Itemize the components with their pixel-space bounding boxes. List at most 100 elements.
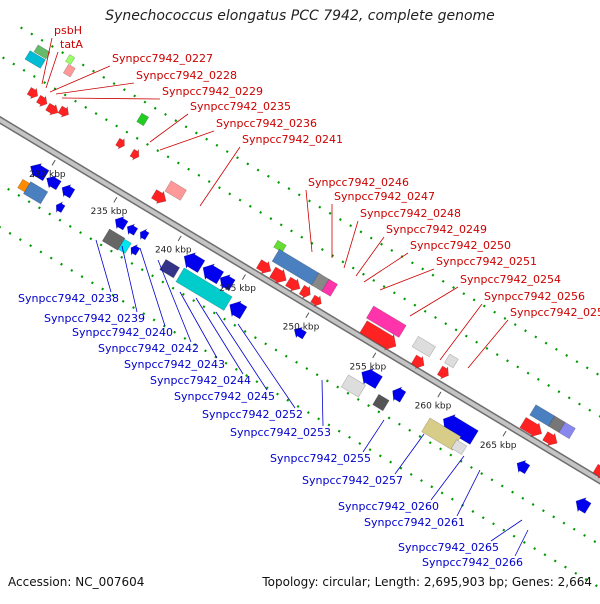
forward-gene-label-13: Synpcc7942_0250 bbox=[410, 239, 511, 252]
reverse-leader-5 bbox=[179, 291, 218, 359]
tick-mark-7 bbox=[437, 391, 442, 398]
reverse-leader-4 bbox=[157, 259, 192, 343]
gene-feature-57 bbox=[392, 386, 407, 403]
forward-leader-16 bbox=[439, 303, 483, 361]
tick-mark-3 bbox=[177, 235, 182, 242]
forward-leader-11 bbox=[343, 220, 359, 269]
tick-mark-2 bbox=[113, 196, 118, 203]
reverse-gene-label-2: Synpcc7942_0239 bbox=[44, 312, 145, 325]
forward-leader-15 bbox=[409, 286, 459, 317]
gene-feature-27 bbox=[444, 353, 459, 369]
tick-mark-4 bbox=[241, 274, 246, 280]
gene-feature-37 bbox=[46, 175, 62, 191]
gene-feature-1 bbox=[24, 50, 46, 69]
gene-feature-49 bbox=[202, 263, 225, 285]
gene-feature-50 bbox=[219, 274, 236, 291]
gene-feature-52 bbox=[175, 267, 233, 311]
forward-leader-8 bbox=[199, 146, 241, 207]
gene-feature-48 bbox=[183, 252, 206, 274]
gene-feature-10 bbox=[115, 137, 125, 150]
gene-feature-41 bbox=[55, 201, 66, 214]
forward-gene-label-11: Synpcc7942_0248 bbox=[360, 207, 461, 220]
gene-feature-18 bbox=[255, 259, 272, 274]
gene-feature-51 bbox=[159, 258, 181, 279]
forward-leader-14 bbox=[379, 268, 435, 291]
tick-label-5: 250 kbp bbox=[283, 322, 320, 332]
forward-gene-label-1: psbH bbox=[54, 24, 82, 37]
tick-mark-8 bbox=[502, 430, 507, 437]
forward-leader-9 bbox=[305, 189, 313, 253]
tick-label-4: 245 kbp bbox=[219, 284, 256, 294]
reverse-gene-label-12: Synpcc7942_0260 bbox=[338, 500, 439, 513]
forward-leader-1 bbox=[41, 37, 53, 85]
gene-feature-17 bbox=[321, 278, 339, 297]
gene-feature-6 bbox=[57, 105, 69, 118]
reverse-leader-3 bbox=[139, 247, 166, 327]
gene-feature-19 bbox=[269, 266, 287, 284]
gene-feature-12 bbox=[164, 180, 187, 201]
forward-gene-label-17: Synpcc7942_0258 bbox=[510, 306, 600, 319]
gene-feature-31 bbox=[558, 421, 576, 440]
forward-gene-label-12: Synpcc7942_0249 bbox=[386, 223, 487, 236]
reverse-leader-9 bbox=[321, 379, 324, 427]
reverse-leader-7 bbox=[215, 311, 268, 391]
reverse-gene-label-7: Synpcc7942_0245 bbox=[174, 390, 275, 403]
tick-mark-5 bbox=[305, 312, 310, 319]
forward-gene-label-9: Synpcc7942_0246 bbox=[308, 176, 409, 189]
gene-feature-21 bbox=[298, 284, 311, 299]
gene-feature-4 bbox=[35, 94, 48, 108]
forward-gene-label-14: Synpcc7942_0251 bbox=[436, 255, 537, 268]
tick-label-6: 255 kbp bbox=[350, 363, 387, 373]
gene-feature-59 bbox=[442, 414, 479, 445]
gene-feature-47 bbox=[130, 243, 141, 256]
gene-feature-23 bbox=[365, 305, 407, 338]
reverse-gene-label-4: Synpcc7942_0242 bbox=[98, 342, 199, 355]
gene-feature-25 bbox=[411, 335, 436, 358]
reverse-leader-8 bbox=[237, 323, 296, 409]
gene-feature-38 bbox=[61, 184, 76, 199]
forward-gene-label-2: tatA bbox=[60, 38, 83, 51]
gene-feature-8 bbox=[65, 54, 76, 65]
gene-feature-61 bbox=[450, 439, 468, 455]
reverse-gene-label-13: Synpcc7942_0261 bbox=[364, 516, 465, 529]
forward-leader-3 bbox=[49, 65, 111, 93]
forward-leader-7 bbox=[159, 130, 215, 151]
gene-feature-24 bbox=[359, 320, 397, 351]
backbone bbox=[0, 117, 600, 483]
forward-leader-6 bbox=[149, 113, 189, 143]
gene-feature-43 bbox=[126, 223, 139, 236]
reverse-leader-14 bbox=[490, 519, 523, 542]
gene-feature-5 bbox=[45, 102, 59, 116]
reverse-gene-label-14: Synpcc7942_0265 bbox=[398, 541, 499, 554]
gene-feature-32 bbox=[519, 416, 543, 438]
tick-label-8: 265 kbp bbox=[480, 441, 517, 451]
forward-leader-2 bbox=[45, 51, 59, 89]
gene-feature-3 bbox=[26, 86, 39, 100]
gene-feature-22 bbox=[310, 294, 322, 307]
reverse-gene-label-10: Synpcc7942_0255 bbox=[270, 452, 371, 465]
reverse-leader-6 bbox=[195, 297, 244, 375]
tick-label-1: 230 kbp bbox=[29, 170, 66, 180]
forward-gene-label-3: Synpcc7942_0227 bbox=[112, 52, 213, 65]
forward-leader-4 bbox=[55, 82, 135, 95]
reverse-gene-label-8: Synpcc7942_0252 bbox=[202, 408, 303, 421]
gene-feature-55 bbox=[361, 368, 383, 390]
forward-gene-label-7: Synpcc7942_0236 bbox=[216, 117, 317, 130]
reverse-gene-label-3: Synpcc7942_0240 bbox=[72, 326, 173, 339]
gene-feature-26 bbox=[410, 354, 425, 369]
forward-leader-5 bbox=[61, 97, 161, 100]
gene-feature-2 bbox=[33, 44, 51, 60]
gene-feature-54 bbox=[293, 326, 307, 340]
gene-feature-36 bbox=[30, 163, 50, 182]
gene-feature-28 bbox=[436, 365, 449, 380]
gene-feature-9 bbox=[136, 112, 150, 127]
forward-gene-label-8: Synpcc7942_0241 bbox=[242, 133, 343, 146]
reverse-gene-label-1: Synpcc7942_0238 bbox=[18, 292, 119, 305]
forward-gene-label-6: Synpcc7942_0235 bbox=[190, 100, 291, 113]
gene-feature-62 bbox=[516, 459, 531, 475]
gene-feature-46 bbox=[117, 238, 132, 254]
genome-summary-text: Topology: circular; Length: 2,695,903 bp… bbox=[262, 575, 592, 589]
gene-feature-35 bbox=[592, 463, 600, 479]
reverse-leader-2 bbox=[121, 245, 138, 313]
